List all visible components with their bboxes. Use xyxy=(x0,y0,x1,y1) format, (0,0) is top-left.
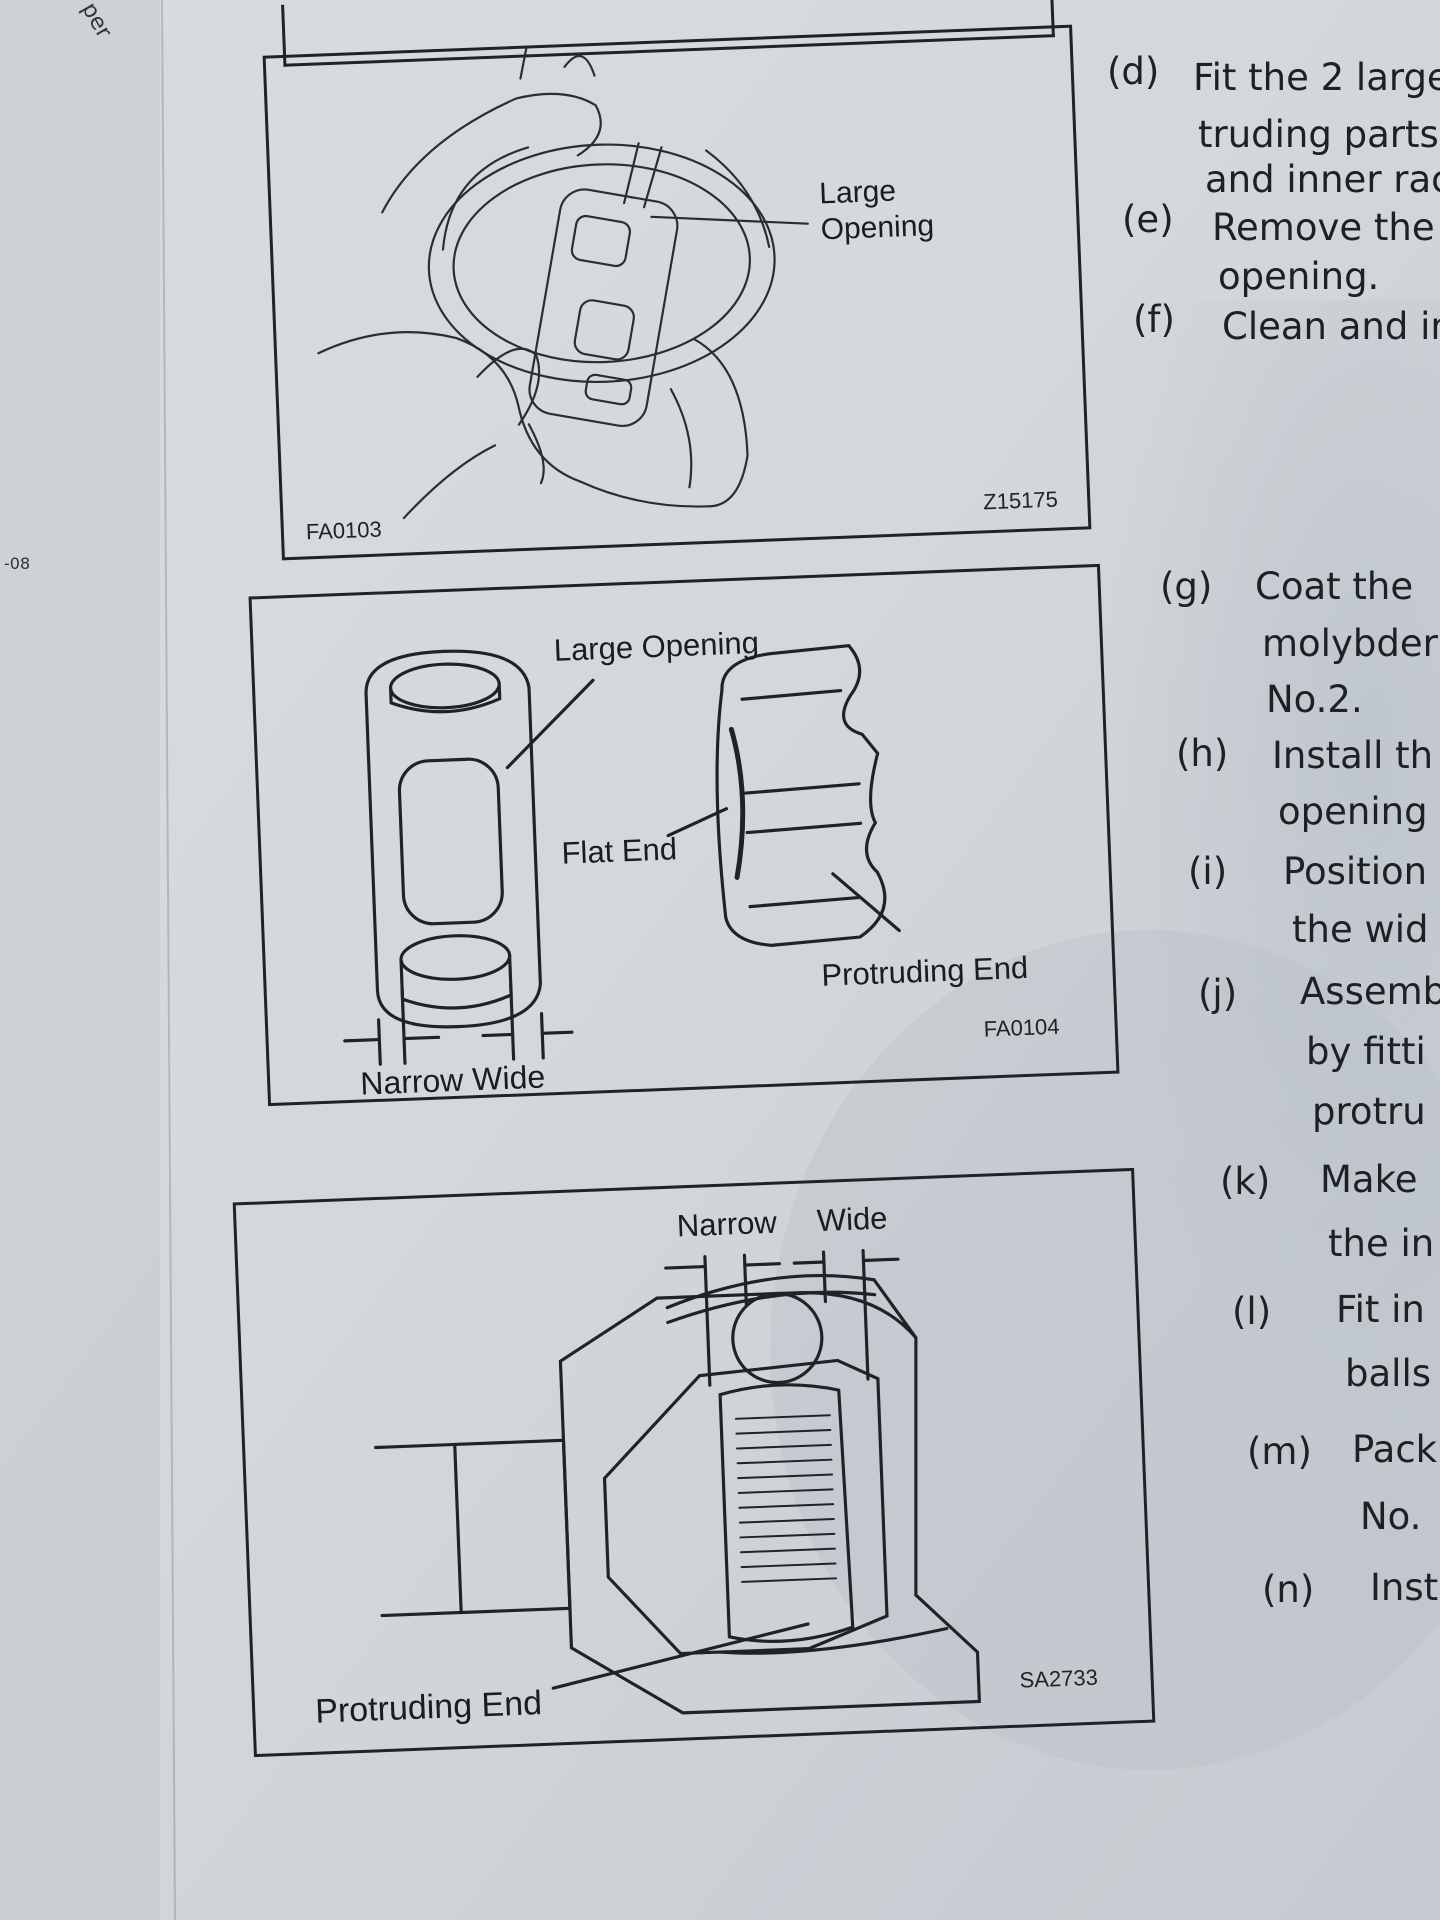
step-marker-l: (l) xyxy=(1232,1290,1272,1333)
step-m-line-2: No. xyxy=(1360,1495,1422,1538)
step-i-line-2: the wid xyxy=(1292,908,1429,951)
step-marker-k: (k) xyxy=(1220,1160,1271,1203)
step-n-line-1: Inst xyxy=(1370,1566,1439,1609)
step-m-line-1: Pack xyxy=(1352,1428,1438,1471)
step-marker-g: (g) xyxy=(1160,565,1213,608)
step-marker-h: (h) xyxy=(1176,732,1229,775)
step-d-line-2: truding parts xyxy=(1198,113,1439,156)
step-j-line-3: protru xyxy=(1312,1090,1426,1133)
step-marker-n: (n) xyxy=(1262,1568,1315,1611)
step-marker-j: (j) xyxy=(1198,972,1238,1015)
step-k-line-1: Make xyxy=(1320,1158,1418,1201)
label-narrow-wide: Narrow Wide xyxy=(359,1058,546,1102)
figure-code-right: Z15175 xyxy=(982,486,1059,515)
callout-opening: Opening xyxy=(820,209,935,247)
label-flat-end: Flat End xyxy=(560,831,678,871)
figure-sa2733: Narrow Wide Protruding End SA2733 xyxy=(232,1167,1156,1758)
label-wide: Wide xyxy=(816,1200,889,1239)
step-g-line-3: No.2. xyxy=(1266,678,1363,721)
step-i-line-1: Position xyxy=(1283,850,1428,893)
step-e-line-2: opening. xyxy=(1218,255,1380,298)
step-d-line-3: and inner rac xyxy=(1205,158,1440,201)
cage-and-race-illustration xyxy=(343,644,901,1066)
figure-fa0103: Large Opening FA0103 Z15175 xyxy=(262,24,1092,561)
assembled-joint-illustration xyxy=(374,1249,982,1715)
step-marker-e: (e) xyxy=(1122,198,1174,241)
step-marker-m: (m) xyxy=(1247,1430,1312,1473)
step-marker-f: (f) xyxy=(1133,298,1175,341)
step-e-line-1: Remove the xyxy=(1212,206,1435,249)
margin-mark-side: -08 xyxy=(4,554,31,573)
step-f-line-1: Clean and in xyxy=(1222,305,1440,348)
step-j-line-1: Assemb xyxy=(1300,970,1440,1013)
label-narrow: Narrow xyxy=(676,1204,778,1244)
step-d-line-1: Fit the 2 large xyxy=(1193,56,1440,99)
step-k-line-2: the in xyxy=(1328,1222,1435,1265)
joint-in-hand-illustration xyxy=(317,47,809,520)
step-marker-d: (d) xyxy=(1107,50,1160,93)
figure-code: FA0104 xyxy=(983,1013,1060,1042)
step-h-line-2: opening xyxy=(1278,790,1428,833)
step-g-line-1: Coat the xyxy=(1255,565,1414,608)
step-l-line-1: Fit in xyxy=(1336,1288,1425,1331)
figure-fa0104: Large Opening Flat End Protruding End Na… xyxy=(248,563,1120,1107)
step-h-line-1: Install th xyxy=(1272,734,1434,777)
figure-code: SA2733 xyxy=(1019,1664,1099,1693)
step-j-line-2: by fitti xyxy=(1306,1030,1426,1073)
step-l-line-2: balls xyxy=(1345,1352,1431,1395)
figure-code-left: FA0103 xyxy=(305,516,383,545)
callout-large: Large xyxy=(818,174,897,211)
step-g-line-2: molybder xyxy=(1262,622,1438,665)
step-marker-i: (i) xyxy=(1188,850,1228,893)
